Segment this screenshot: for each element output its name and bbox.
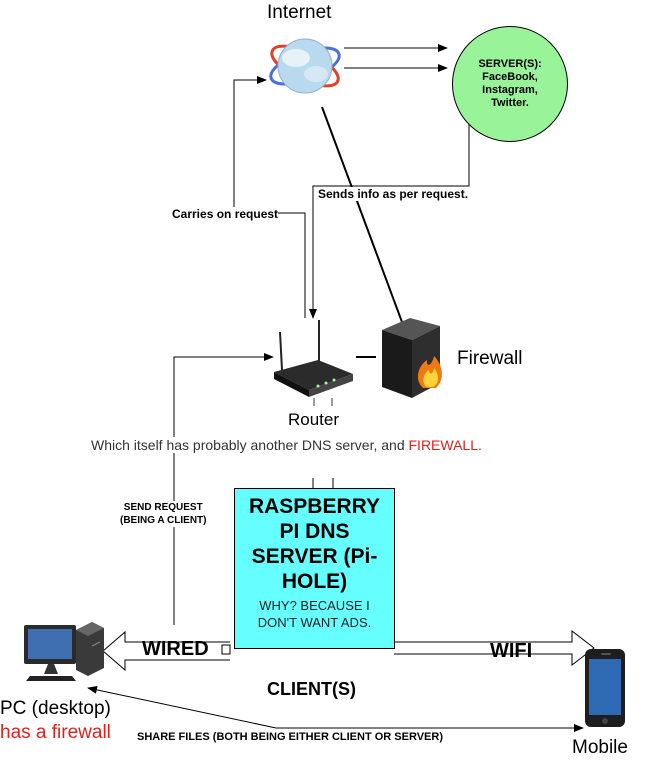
router-dns-note: Which itself has probably another DNS se… <box>91 437 482 453</box>
wired-label: WIRED <box>142 638 209 660</box>
share-files-label: SHARE FILES (BOTH BEING EITHER CLIENT OR… <box>137 731 443 743</box>
router-dns-note-highlight: FIREWALL <box>408 437 479 453</box>
sends-info-line <box>309 109 470 319</box>
carries-request-label: Carries on request <box>172 207 279 221</box>
router-icon <box>274 320 353 406</box>
globe-icon <box>269 38 341 94</box>
pihole-subtitle: WHY? BECAUSE I DON'T WANT ADS. <box>257 598 372 630</box>
sends-info-label: Sends info as per request. <box>318 187 469 201</box>
pc-label: PC (desktop) <box>0 698 111 719</box>
share-files-line <box>87 685 277 729</box>
mobile-phone-icon <box>585 649 625 727</box>
firewall-icon <box>382 318 442 398</box>
pc-firewall-note: has a firewall <box>0 722 111 743</box>
wifi-arrow <box>394 629 595 667</box>
router-dns-note-end: . <box>478 437 482 453</box>
carries-request-line <box>233 76 306 318</box>
pihole-server-node: RASPBERRY PI DNS SERVER (Pi- HOLE) WHY? … <box>234 488 395 649</box>
router-dns-note-text: Which itself has probably another DNS se… <box>91 437 409 453</box>
router-label: Router <box>288 410 340 430</box>
wifi-label: WIFI <box>490 640 533 662</box>
send-request-line <box>173 353 274 625</box>
server-node: SERVER(S): FaceBook, Instagram, Twitter. <box>452 26 568 142</box>
desktop-pc-icon <box>24 622 104 681</box>
mobile-label: Mobile <box>572 737 628 758</box>
firewall-label: Firewall <box>457 348 523 370</box>
clients-label: CLIENT(S) <box>267 679 356 700</box>
server-label: SERVER(S): FaceBook, Instagram, Twitter. <box>478 58 542 109</box>
internet-label: Internet <box>267 2 332 24</box>
send-request-label: SEND REQUEST (BEING A CLIENT) <box>120 501 207 527</box>
firewall-internet-line <box>321 106 403 323</box>
pihole-title: RASPBERRY PI DNS SERVER (Pi- HOLE) <box>248 495 381 593</box>
